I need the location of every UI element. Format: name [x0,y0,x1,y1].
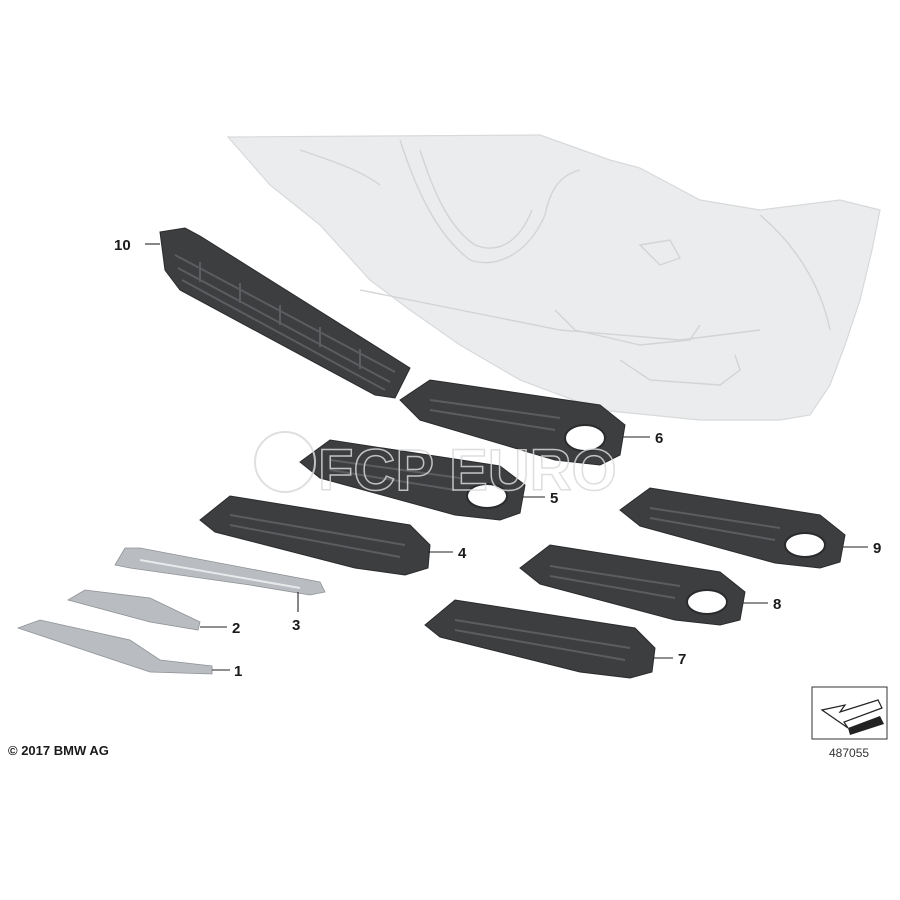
callout-6: 6 [655,430,663,447]
callout-2: 2 [232,620,240,637]
part-5-fog-grille-left[interactable] [299,439,526,521]
callout-4: 4 [458,545,467,562]
part-10-center-grille[interactable] [159,227,411,399]
orientation-arrow-icon [811,686,888,740]
callout-9: 9 [873,540,881,557]
part-8-fog-grille-left[interactable] [519,544,746,626]
copyright-notice: © 2017 BMW AG [8,743,109,758]
part-3-trim-strip[interactable] [114,547,326,596]
callout-7: 7 [678,651,686,668]
part-9-fog-grille-right[interactable] [619,487,846,569]
part-4-side-grille[interactable] [199,495,431,576]
part-6-fog-grille-right[interactable] [399,379,626,466]
fcp-euro-watermark: FCP EURO [254,431,617,504]
callout-1: 1 [234,663,242,680]
leader-lines [145,243,868,671]
callout-3: 3 [292,617,300,634]
front-bumper [226,134,881,421]
callout-10: 10 [114,237,131,254]
callout-8: 8 [773,596,781,613]
part-1-trim-strip[interactable] [16,619,213,675]
part-2-trim-strip[interactable] [66,589,201,631]
callout-5: 5 [550,490,558,507]
diagram-number: 487055 [829,746,870,760]
watermark-text: FCP EURO [318,438,617,503]
part-7-side-grille[interactable] [424,599,656,679]
